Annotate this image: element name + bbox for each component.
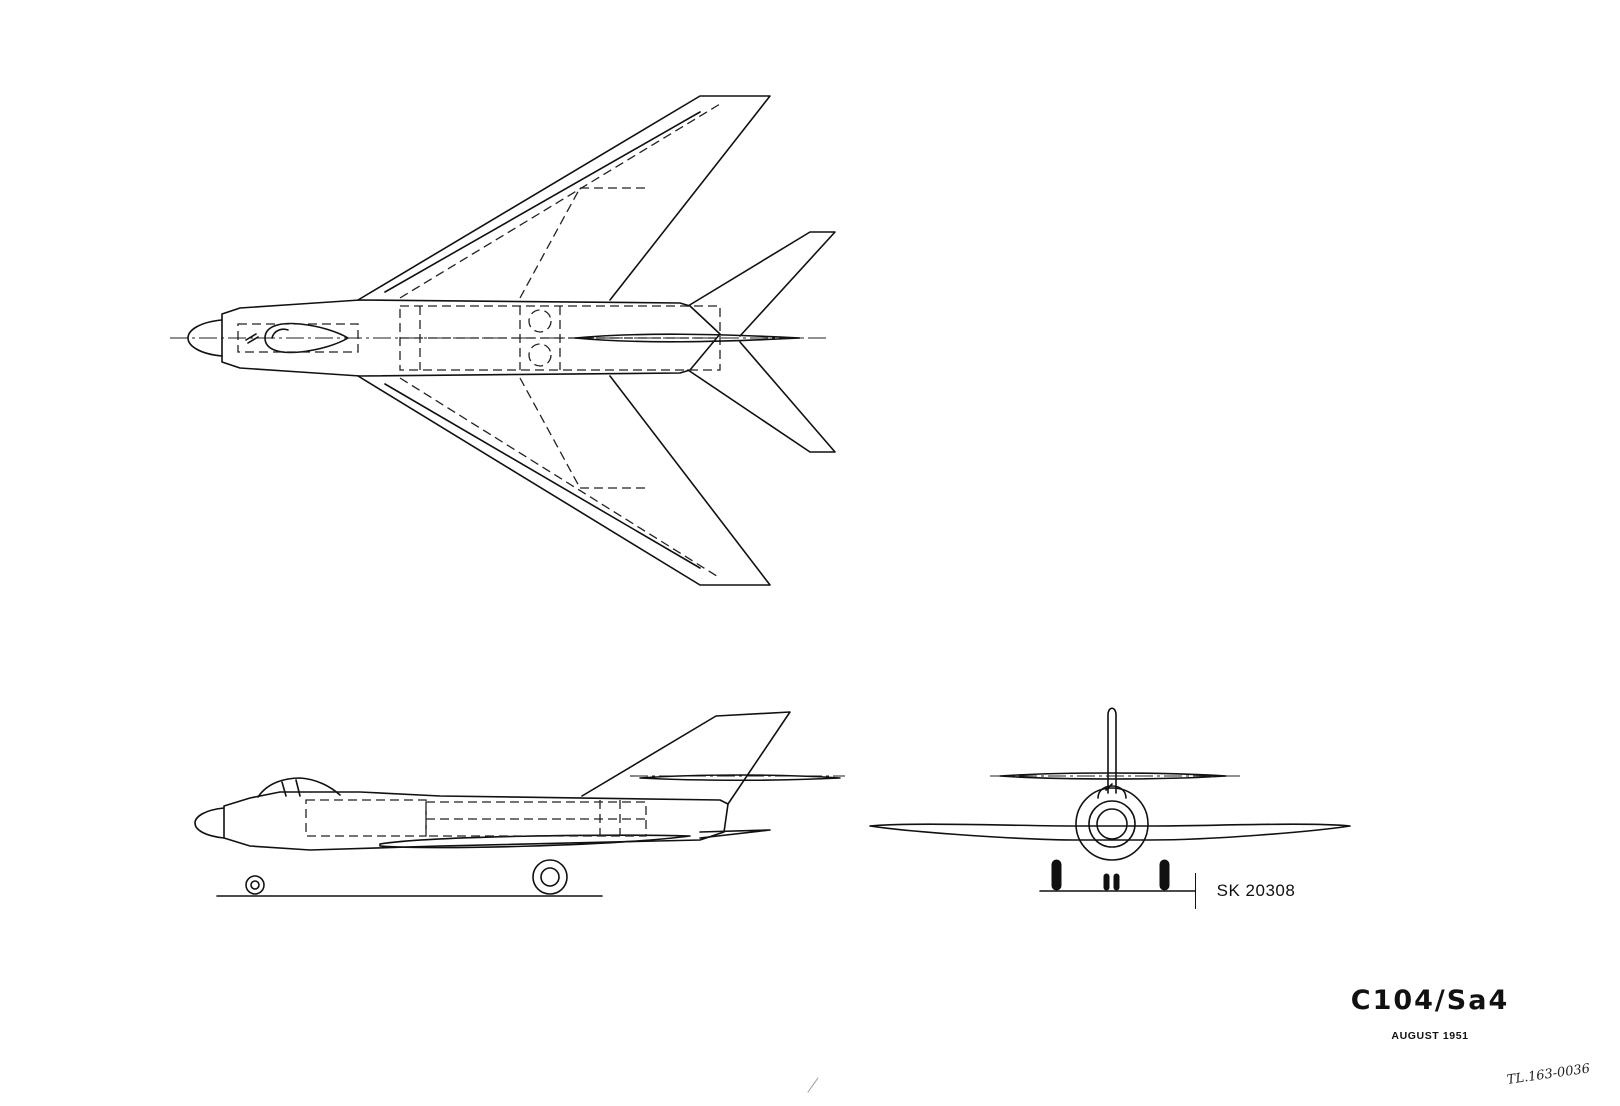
plan-engine-bottom: [528, 343, 552, 367]
sheet-number: SK 20308: [1216, 881, 1296, 900]
plan-wing-lower-slat: [384, 383, 701, 569]
front-tailplane: [999, 772, 1227, 780]
stray-mark: [807, 1077, 819, 1093]
side-main-wheel: [532, 859, 568, 895]
front-left-main-gear: [1051, 859, 1062, 891]
front-canopy: [1097, 785, 1127, 799]
plan-wing-upper-slat: [384, 111, 701, 293]
plan-canopy-hatch: [245, 333, 257, 341]
plan-fuselage: [221, 299, 721, 377]
front-fin: [1107, 707, 1117, 794]
front-intake: [1088, 800, 1136, 848]
side-ventral-fairing: [699, 829, 771, 839]
side-fin: [581, 711, 791, 805]
plan-tailplane-lower: [687, 341, 836, 453]
side-tailplane: [639, 774, 841, 782]
drawing-date: AUGUST 1951: [1391, 1030, 1469, 1042]
sheet-number-box: SK 20308: [1195, 873, 1316, 909]
front-elevation: [869, 707, 1351, 892]
side-nose-wheel: [245, 875, 265, 895]
front-fuselage: [1075, 787, 1149, 861]
plan-canopy: [264, 322, 349, 354]
model-designation: C104/Sa4: [1350, 985, 1510, 1016]
front-wing: [869, 823, 1351, 841]
side-fuselage: [223, 791, 729, 851]
side-nose-cone: [194, 807, 225, 839]
plan-tailplane-upper: [687, 231, 836, 337]
plan-engine-top: [528, 309, 552, 333]
plan-fin: [574, 333, 801, 343]
front-nose-gear-right: [1113, 873, 1120, 891]
plan-canopy-frame: [271, 328, 289, 339]
plan-view: [170, 95, 836, 586]
front-right-main-gear: [1159, 859, 1170, 891]
plan-nose-cone: [187, 319, 223, 357]
plan-cockpit-bay: [237, 323, 359, 353]
side-cockpit-bay: [305, 799, 427, 837]
plan-wing-upper: [357, 95, 771, 301]
front-nose-gear-left: [1103, 873, 1110, 891]
side-canopy: [257, 777, 341, 798]
side-elevation: [194, 711, 845, 897]
front-intake-cone: [1096, 808, 1128, 840]
side-wing: [379, 834, 691, 849]
plan-wing-lower: [357, 375, 771, 586]
